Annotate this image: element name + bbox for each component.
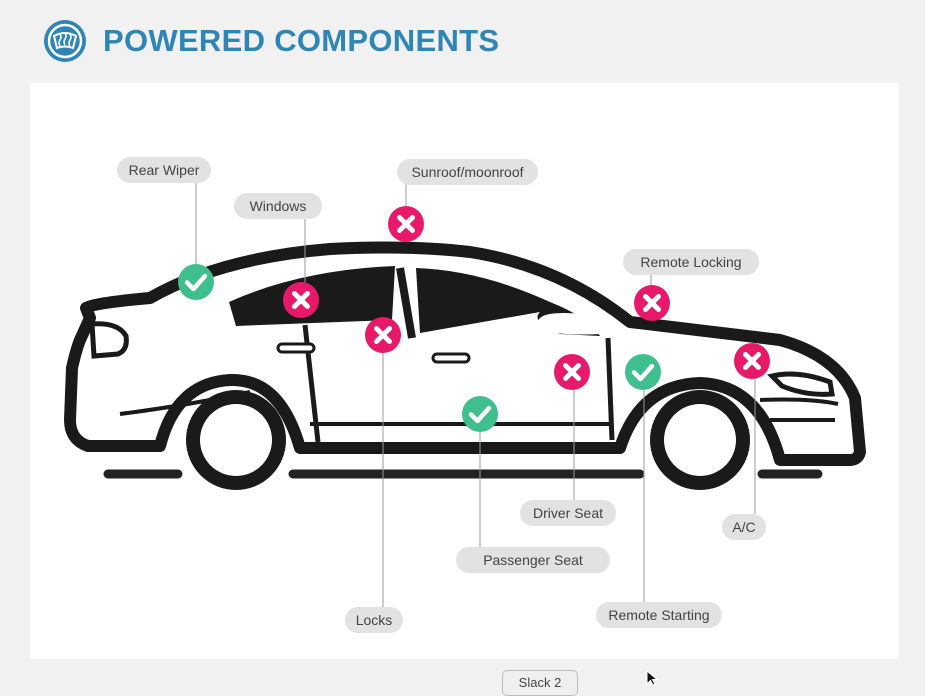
label-driver-seat: Driver Seat <box>520 500 616 526</box>
head-light <box>767 371 835 397</box>
cross-icon <box>734 343 770 379</box>
cross-icon <box>388 206 424 242</box>
slack-button[interactable]: Slack 2 <box>502 670 578 696</box>
label-locks: Locks <box>345 607 403 633</box>
check-icon <box>178 264 214 300</box>
label-sunroof: Sunroof/moonroof <box>397 159 538 185</box>
label-windows: Windows <box>234 193 322 219</box>
defrost-icon <box>44 20 86 62</box>
cross-icon <box>634 285 670 321</box>
label-remote-starting: Remote Starting <box>596 602 722 628</box>
tail-light <box>89 321 129 359</box>
check-icon <box>462 396 498 432</box>
cross-icon <box>554 354 590 390</box>
label-passenger-seat: Passenger Seat <box>456 547 610 573</box>
cross-icon <box>283 282 319 318</box>
check-icon <box>625 354 661 390</box>
cross-icon <box>365 317 401 353</box>
label-remote-locking: Remote Locking <box>623 249 759 275</box>
label-rear-wiper: Rear Wiper <box>117 157 211 183</box>
label-ac: A/C <box>722 514 766 540</box>
page-title: POWERED COMPONENTS <box>103 23 500 58</box>
mouse-pointer-icon <box>646 670 659 686</box>
